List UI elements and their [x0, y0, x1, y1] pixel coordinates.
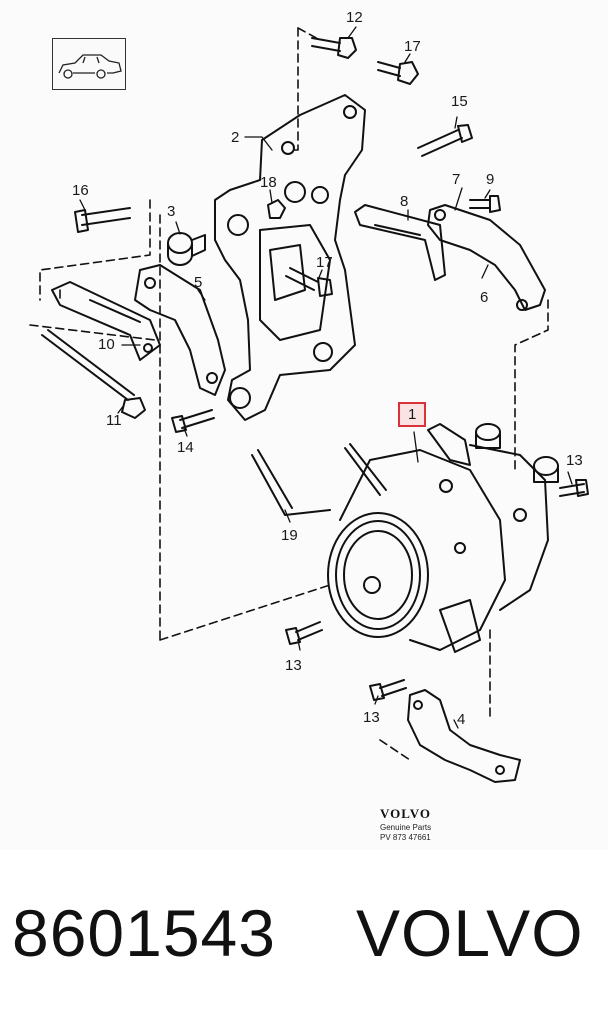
callout-6[interactable]: 6 [480, 289, 489, 306]
callout-18[interactable]: 18 [260, 174, 277, 191]
callout-13-left[interactable]: 13 [285, 657, 302, 674]
callout-19[interactable]: 19 [281, 527, 298, 544]
brand-subtitle: Genuine Parts [380, 823, 432, 832]
callout-14[interactable]: 14 [177, 439, 194, 456]
diagram-code: PV 873 47661 [380, 833, 431, 842]
callout-13-right[interactable]: 13 [566, 452, 583, 469]
callout-4[interactable]: 4 [457, 711, 466, 728]
callout-16[interactable]: 16 [72, 182, 89, 199]
callout-13-lower[interactable]: 13 [363, 709, 380, 726]
callout-17-top[interactable]: 17 [404, 38, 421, 55]
callout-2[interactable]: 2 [231, 129, 240, 146]
part-number: 8601543 [12, 896, 276, 970]
callout-9[interactable]: 9 [486, 171, 495, 188]
callout-5[interactable]: 5 [194, 274, 203, 291]
brand-block: VOLVO Genuine Parts PV 873 47661 [380, 806, 470, 842]
callout-8[interactable]: 8 [400, 193, 409, 210]
callout-12[interactable]: 12 [346, 9, 363, 26]
callout-17-mid[interactable]: 17 [316, 254, 333, 271]
parts-diagram: 12 17 15 2 16 18 7 9 3 8 17 5 6 10 1 11 … [29, 9, 589, 842]
footer [0, 850, 608, 1018]
make-label: VOLVO [356, 896, 584, 970]
callout-15[interactable]: 15 [451, 93, 468, 110]
car-icon [58, 54, 122, 79]
car-thumbnail [52, 38, 126, 90]
callout-11[interactable]: 11 [106, 412, 122, 429]
callout-3[interactable]: 3 [167, 203, 176, 220]
callout-1-highlighted[interactable]: 1 [398, 402, 427, 427]
callout-7[interactable]: 7 [452, 171, 461, 188]
exploded-view-drawing [29, 26, 589, 783]
callout-10[interactable]: 10 [98, 336, 115, 353]
brand-logo: VOLVO [380, 806, 431, 821]
